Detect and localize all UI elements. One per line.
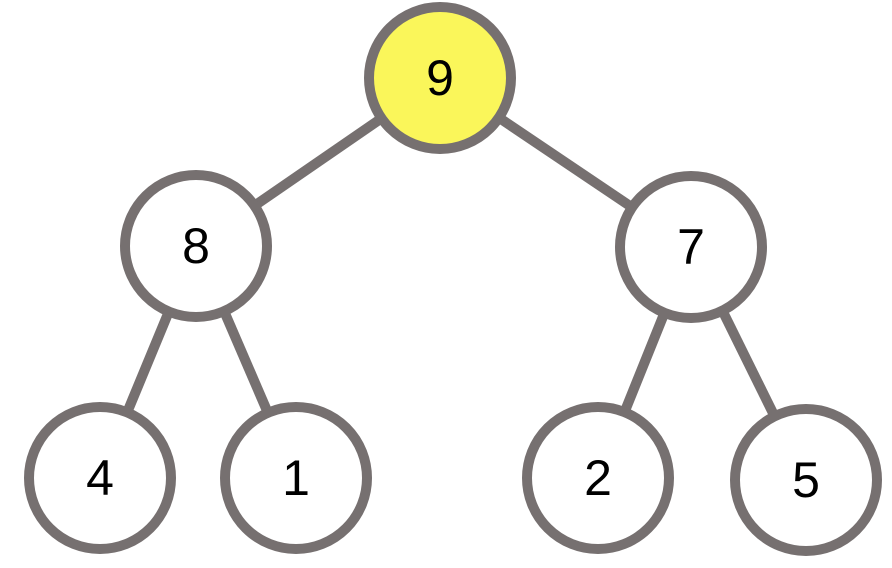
- node-value: 2: [584, 450, 612, 506]
- tree-node-root: 9: [364, 2, 516, 154]
- node-value: 1: [282, 450, 310, 506]
- node-value: 4: [86, 450, 114, 506]
- node-value: 7: [677, 219, 705, 275]
- tree-node-left: 8: [120, 170, 272, 322]
- node-value: 8: [182, 218, 210, 274]
- tree-node-right-left: 2: [522, 402, 674, 554]
- node-value: 5: [792, 452, 820, 508]
- tree-node-left-right: 1: [220, 402, 372, 554]
- node-value: 9: [426, 50, 454, 106]
- tree-node-right: 7: [615, 171, 767, 323]
- tree-node-right-right: 5: [730, 404, 882, 556]
- tree-node-left-left: 4: [24, 402, 176, 554]
